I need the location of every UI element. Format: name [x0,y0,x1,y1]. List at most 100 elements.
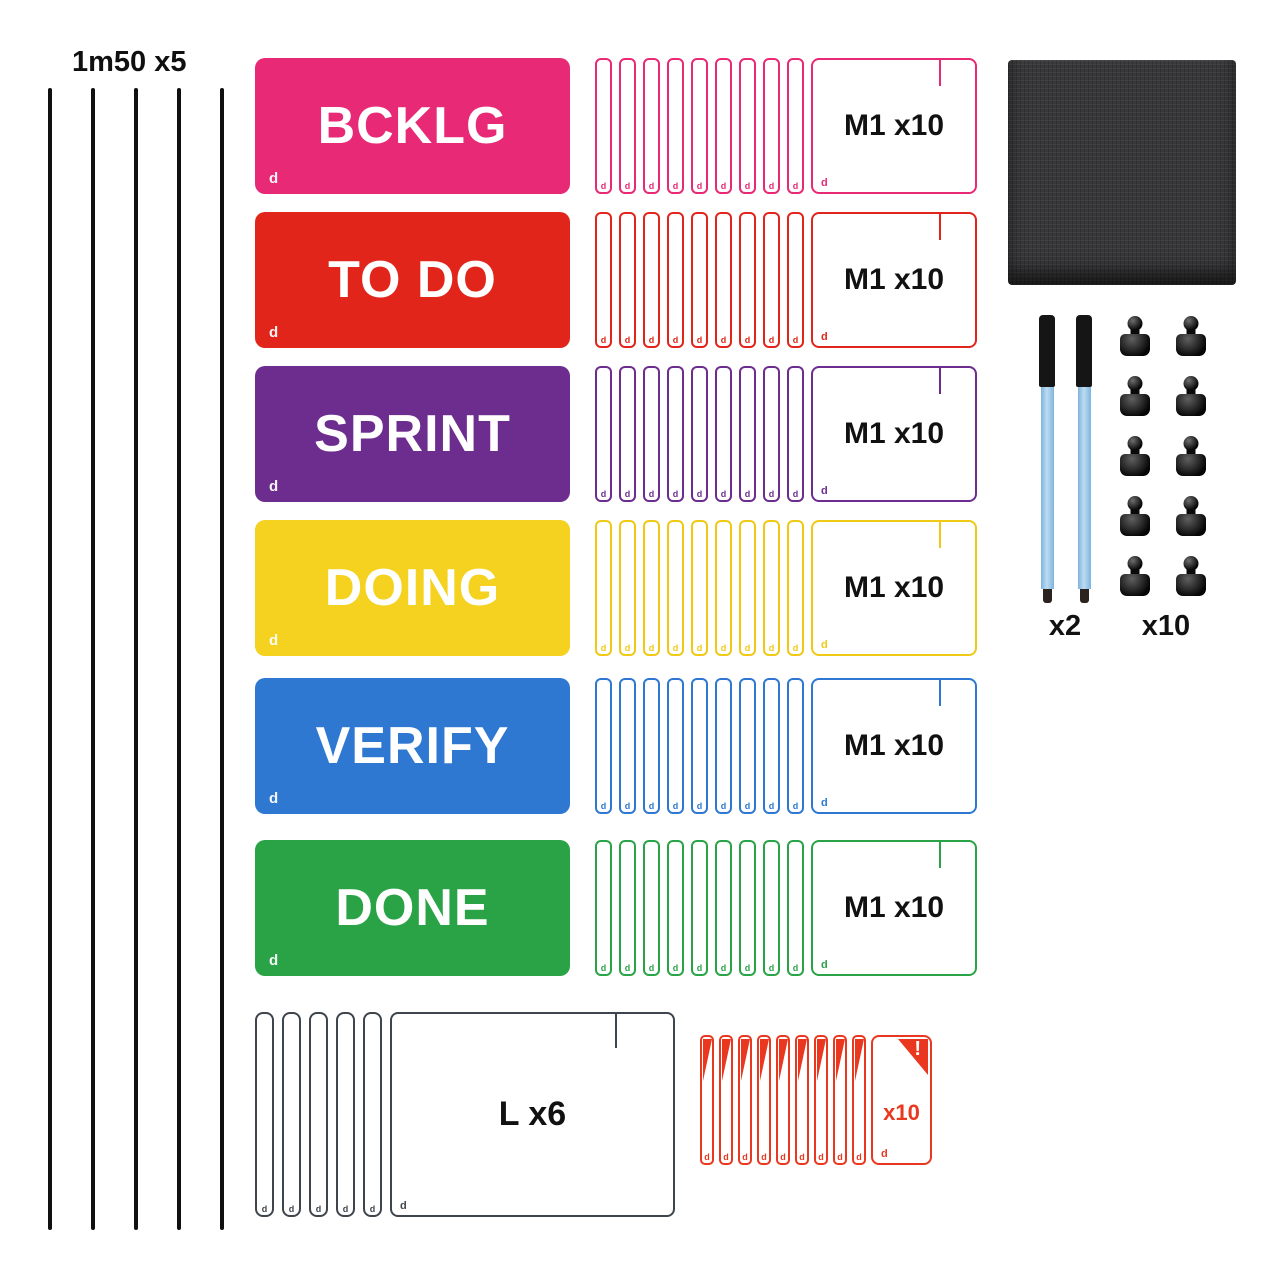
column-header-label: DOING [324,559,501,617]
column-header-label: SPRINT [314,405,511,463]
brand-logo-mark: d [600,489,607,499]
column-header-label: TO DO [328,251,497,309]
card-edge: d [700,1035,714,1165]
magnet-knob [1127,556,1143,571]
card-edge: d [787,840,804,976]
card-edge: d [739,212,756,348]
card-edge: d [595,520,612,656]
card-edge: d [814,1035,828,1165]
brand-logo-mark: d [342,1204,349,1214]
brand-logo-mark: d [624,489,631,499]
card-edge: d [715,678,732,814]
brand-logo-mark: d [821,485,828,497]
brand-logo-mark: d [400,1200,407,1212]
magnet-base [1176,574,1206,596]
magnet [1118,316,1152,356]
brand-logo-mark: d [821,177,828,189]
magnetic-strip-line [48,88,52,1230]
magnet [1174,436,1208,476]
brand-logo-mark: d [288,1204,295,1214]
card-edge: d [787,58,804,194]
flag-triangle [798,1039,807,1081]
brand-logo-mark: d [648,335,655,345]
brand-logo-mark: d [648,489,655,499]
magnet-base [1120,334,1150,356]
magnet [1118,496,1152,536]
brand-logo-mark: d [761,1152,767,1162]
brand-logo-mark: d [696,963,703,973]
brand-logo-mark: d [624,181,631,191]
brand-logo-mark: d [821,959,828,971]
whiteboard-marker [1038,315,1056,605]
brand-logo-mark: d [744,335,751,345]
marker-tip [1042,589,1052,603]
brand-logo-mark: d [315,1204,322,1214]
magnet-knob [1183,376,1199,391]
card-edge: d [309,1012,328,1217]
card-edge: d [667,212,684,348]
card-edge: d [763,678,780,814]
magnet-neck [1186,569,1196,577]
magnet-base [1176,454,1206,476]
card-edge: d [282,1012,301,1217]
brand-logo-mark: d [648,643,655,653]
card-edge: d [787,366,804,502]
brand-logo-mark: d [720,335,727,345]
magnet-base [1120,514,1150,536]
brand-logo-mark: d [269,324,279,341]
flag-triangle [836,1039,845,1081]
magnet-knob [1127,316,1143,331]
magnet-knob [1127,376,1143,391]
card-header-divider [939,368,941,394]
brand-logo-mark: d [269,952,279,969]
card-header-divider [939,680,941,706]
magnet-base [1120,394,1150,416]
card-edge: d [776,1035,790,1165]
magnetic-strips [48,88,228,1230]
magnet-neck [1130,509,1140,517]
brand-logo-mark: d [696,801,703,811]
brand-logo-mark: d [648,963,655,973]
column-header-label: VERIFY [315,717,510,775]
magnet-base [1120,574,1150,596]
microfiber-cloth [1008,60,1236,285]
card-header-divider [615,1014,617,1048]
brand-logo-mark: d [744,963,751,973]
card-header-divider [939,522,941,548]
card-edge: d [738,1035,752,1165]
card-count-label: M1 x10 [843,417,945,450]
flag-triangle [722,1039,731,1081]
magnet-knob [1127,436,1143,451]
brand-logo-mark: d [600,335,607,345]
card-edge: d [667,840,684,976]
card-edge: d [787,678,804,814]
brand-logo-mark: d [696,181,703,191]
brand-logo-mark: d [720,181,727,191]
card-edge: d [363,1012,382,1217]
magnet-neck [1186,449,1196,457]
brand-logo-mark: d [744,489,751,499]
card-edge: d [739,840,756,976]
magnet-neck [1186,389,1196,397]
magnetic-strip-line [177,88,181,1230]
card-edge: d [739,678,756,814]
card-edge: d [763,366,780,502]
card-edge: d [691,212,708,348]
card-edge: d [763,840,780,976]
column-header-done: DONE d [255,840,570,976]
card-edge: d [795,1035,809,1165]
magnet-knob [1183,436,1199,451]
magnet-knob [1183,556,1199,571]
magnetic-strip-line [91,88,95,1230]
card-edge: d [715,520,732,656]
card-edge: d [336,1012,355,1217]
brand-logo-mark: d [744,801,751,811]
brand-logo-mark: d [261,1204,268,1214]
card-edge: d [619,520,636,656]
